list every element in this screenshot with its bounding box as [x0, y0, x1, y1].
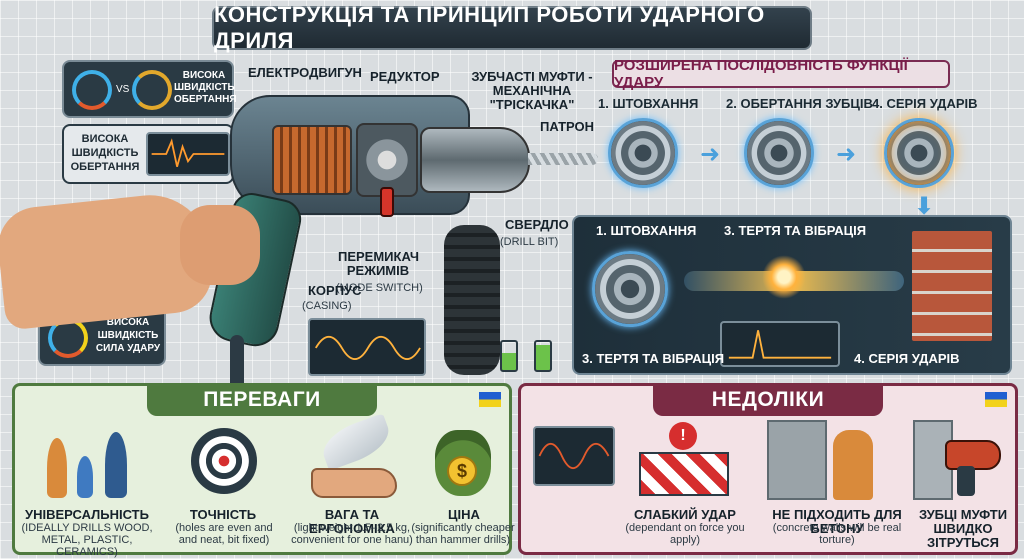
label-mode-switch-en: (MODE SWITCH) [336, 282, 423, 294]
flag-icon [479, 392, 501, 407]
step-label: 3. ТЕРТЯ ТА ВІБРАЦІЯ [582, 351, 725, 366]
dis-note: (concrete walls will be real torture) [772, 522, 902, 546]
speed-panel-mid: ВИСОКА ШВИДКІСТЬ ОБЕРТАННЯ [62, 124, 234, 184]
waveform-chart [308, 318, 426, 376]
drill-icon [945, 440, 1001, 470]
sequence-header: РОЗШИРЕНА ПОСЛІДОВНІСТЬ ФУНКЦІЇ УДАРУ [612, 57, 950, 91]
label-clutch: ЗУБЧАСТІ МУФТИ - МЕХАНІЧНА "ТРІСКАЧКА" [471, 69, 593, 112]
gearbox-cutaway [356, 123, 418, 197]
vs-label: VS [116, 84, 130, 95]
label-chuck: ПАТРОН [540, 119, 595, 134]
arrow-down-icon: ⬇ [914, 193, 935, 220]
open-hand-icon [311, 468, 397, 498]
disadvantages-header: НЕДОЛІКИ [653, 384, 883, 416]
waveform-chart [720, 321, 840, 367]
gauge-icon [132, 70, 172, 110]
label-casing: КОРПУС [308, 283, 362, 298]
arrow-right-icon: ➜ [836, 141, 857, 168]
impact-gear-icon [884, 118, 954, 188]
adv-title: УНІВЕРСАЛЬНІСТЬ [25, 507, 149, 522]
label-drill-bit-en: (DRILL BIT) [500, 236, 559, 248]
hand-shape [180, 205, 260, 285]
adv-title: ЦІНА [448, 507, 480, 522]
label-gearbox: РЕДУКТОР [370, 69, 440, 84]
brick-wall [912, 231, 992, 341]
label-motor: ЕЛЕКТРОДВИГУН [248, 65, 362, 80]
family-icon [41, 426, 137, 502]
adv-note: (holes are even and and neat, bit fixed) [175, 522, 273, 546]
impact-label: ВИСОКА ШВИДКІСТЬ СИЛА УДАРУ [95, 317, 161, 354]
disadvantages-panel: НЕДОЛІКИ ! СЛАБКИЙ УДАР (dependant on fo… [518, 383, 1018, 555]
push-gear-icon [608, 118, 678, 188]
rotating-gear-icon [744, 118, 814, 188]
warning-icon: ! [669, 422, 697, 450]
motor-gear-icon [592, 251, 668, 327]
side-handle [444, 225, 500, 375]
step-label: 4. СЕРІЯ УДАРІВ [854, 351, 960, 366]
page-title: КОНСТРУКЦІЯ ТА ПРИНЦИП РОБОТИ УДАРНОГО Д… [212, 2, 812, 53]
advantages-header: ПЕРЕВАГИ [147, 384, 377, 416]
adv-note: (IDEALLY DRILLS WOOD, METAL, PLASTIC, CE… [21, 522, 153, 558]
waveform-chart [146, 132, 230, 176]
step-label: 3. ТЕРТЯ ТА ВІБРАЦІЯ [724, 223, 867, 238]
step-label: 2. ОБЕРТАННЯ ЗУБЦІВ [726, 96, 873, 111]
label-casing-en: (CASING) [302, 300, 352, 312]
adv-title: ВАГА ТА ЕРГОНОМІКА [309, 507, 395, 536]
adv-note: (light weight 1.5–2.5 kg, convenient for… [291, 522, 413, 546]
drill-handle-icon [957, 466, 975, 496]
step-label: 1. ШТОВХАННЯ [596, 223, 697, 238]
dis-note: (dependant on force you apply) [625, 522, 745, 546]
concrete-wall-icon [767, 420, 827, 500]
label-mode-switch: ПЕРЕМИКАЧ РЕЖИМІВ [338, 249, 419, 278]
step-label: 4. СЕРІЯ УДАРІВ [872, 96, 978, 111]
worker-icon [833, 430, 873, 500]
motor-cutaway [272, 125, 352, 195]
speed-panel-top: VS ВИСОКА ШВИДКІСТЬ ОБЕРТАННЯ [62, 60, 237, 118]
speed-label: ВИСОКА ШВИДКІСТЬ ОБЕРТАННЯ [70, 133, 140, 173]
dis-title: ЗУБЦІ МУФТИ ШВИДКО ЗІТРУТЬСЯ [918, 507, 1008, 550]
drill-bit [528, 153, 598, 165]
power-cord [230, 335, 244, 395]
dis-title: НЕ ПІДХОДИТЬ ДЛЯ БЕТОНУ [772, 507, 902, 536]
drill-illustration [0, 95, 600, 395]
arrow-right-icon: ➜ [700, 141, 721, 168]
label-drill-bit: СВЕРДЛО [505, 217, 569, 232]
speed-label: ВИСОКА ШВИДКІСТЬ ОБЕРТАННЯ [174, 70, 237, 105]
battery-icon [500, 340, 518, 372]
target-icon [191, 428, 257, 494]
adv-note: (significantly cheaper than hammer drill… [411, 522, 515, 546]
battery-icon [534, 340, 552, 372]
dis-title: СЛАБКИЙ УДАР [634, 507, 736, 522]
spark-burst [762, 255, 806, 299]
advantages-panel: ПЕРЕВАГИ УНІВЕРСАЛЬНІСТЬ (IDEALLY DRILLS… [12, 383, 515, 558]
waveform-chart [533, 426, 615, 486]
barrier-icon [639, 452, 729, 496]
chuck-part [420, 127, 530, 193]
adv-title: ТОЧНІСТЬ [189, 507, 257, 522]
impact-sequence-panel: 1. ШТОВХАННЯ 3. ТЕРТЯ ТА ВІБРАЦІЯ 3. ТЕР… [572, 215, 1012, 375]
flag-icon [985, 392, 1007, 407]
step-label: 1. ШТОВХАННЯ [598, 96, 699, 111]
gauge-icon [72, 70, 112, 110]
coin-icon: $ [447, 456, 477, 486]
feather-icon [316, 413, 396, 471]
mode-switch [380, 187, 394, 217]
